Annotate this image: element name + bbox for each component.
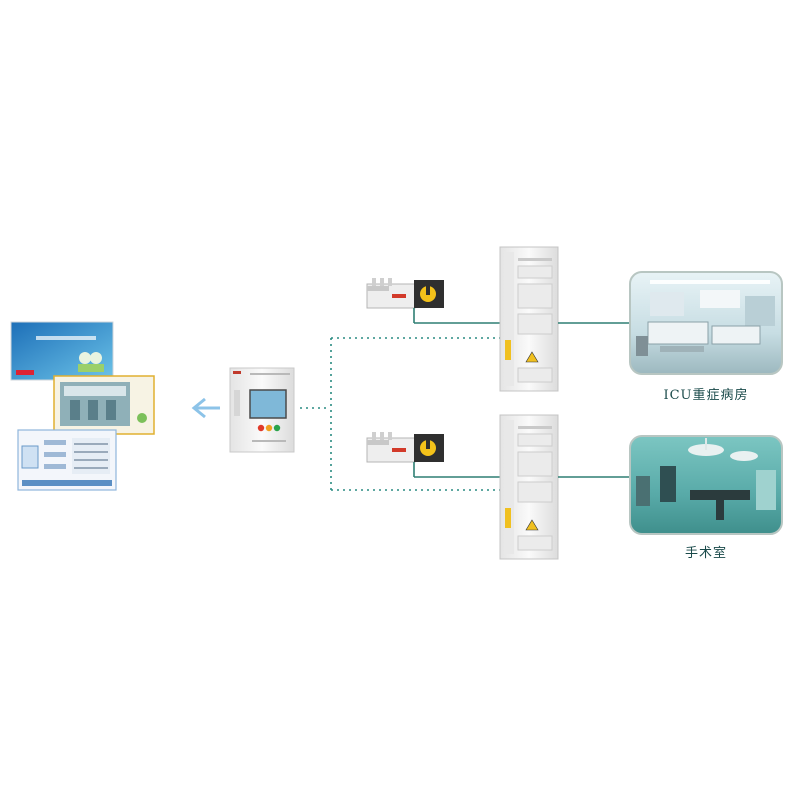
power-cabinet-icon bbox=[499, 246, 559, 392]
operating-room-label: 手术室 bbox=[684, 546, 727, 561]
dotted-connection bbox=[300, 337, 500, 491]
icu-room-label: ICU重症病房 bbox=[663, 388, 749, 403]
room-photo-icon bbox=[629, 271, 783, 375]
arrow-left-icon bbox=[191, 397, 220, 419]
transfer-switch-icon bbox=[366, 432, 444, 463]
monitoring-screens-icon bbox=[10, 321, 155, 491]
transfer-switch-icon bbox=[366, 278, 444, 309]
room-photo-icon bbox=[629, 435, 783, 535]
power-cabinet-icon bbox=[499, 414, 559, 560]
controller-cabinet-icon bbox=[229, 367, 295, 453]
